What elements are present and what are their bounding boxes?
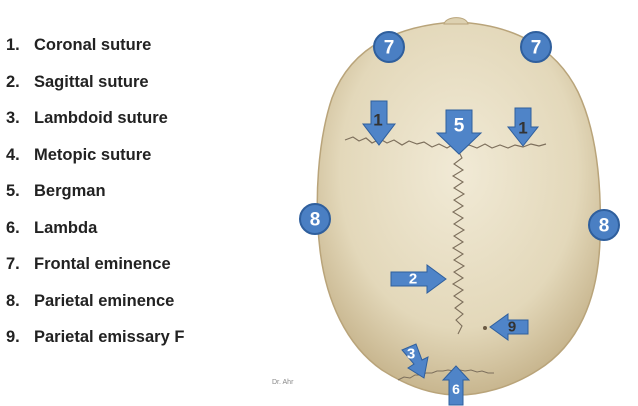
legend-item-text: Frontal eminence xyxy=(34,255,171,273)
arrow-lambdoid: 3 xyxy=(401,343,429,379)
arrow-sagittal: 2 xyxy=(390,264,447,294)
marker-parietal-right-label: 8 xyxy=(599,216,610,237)
legend-item: 3. Lambdoid suture xyxy=(6,105,184,142)
arrow-emissary: 9 xyxy=(489,313,529,341)
legend-item: 7. Frontal eminence xyxy=(6,251,184,288)
arrow-bergman-label: 5 xyxy=(454,116,465,137)
legend-item-text: Metopic suture xyxy=(34,145,152,164)
legend-item-number: 5. xyxy=(6,182,20,200)
sagittal-suture xyxy=(451,149,466,335)
legend-item: 6. Lambda xyxy=(6,215,184,252)
legend-item-number: 4. xyxy=(6,145,20,164)
legend-item-text: Parietal eminence xyxy=(34,291,175,310)
arrow-coronal-left: 1 xyxy=(361,100,397,146)
legend-item: 4. Metopic suture xyxy=(6,142,184,179)
marker-frontal-right: 7 xyxy=(520,31,552,63)
legend-item-text: Coronal suture xyxy=(34,36,152,54)
legend-item-number: 2. xyxy=(6,72,20,91)
arrow-lambdoid-label: 3 xyxy=(407,346,415,363)
legend-item-number: 3. xyxy=(6,109,20,127)
legend-item-number: 8. xyxy=(6,291,20,310)
emissary-foramen xyxy=(483,326,487,330)
marker-frontal-left-label: 7 xyxy=(384,38,395,59)
legend-item-number: 6. xyxy=(6,218,20,237)
legend-item: 5. Bergman xyxy=(6,178,184,215)
legend-item: 9. Parietal emissary F xyxy=(6,324,184,361)
nasal-tip xyxy=(443,17,469,25)
legend-item: 2. Sagittal suture xyxy=(6,69,184,106)
arrow-coronal-right-label: 1 xyxy=(518,119,527,138)
arrow-sagittal-label: 2 xyxy=(409,271,417,288)
credit-text: Dr. Ahr xyxy=(272,379,294,386)
legend-list: 1. Coronal suture 2. Sagittal suture 3. Lambd… xyxy=(6,32,184,361)
arrow-emissary-label: 9 xyxy=(508,319,516,336)
lambdoid-suture xyxy=(397,369,494,381)
legend-item-text: Lambda xyxy=(34,218,98,237)
arrow-bergman: 5 xyxy=(435,109,483,155)
legend-item: 1. Coronal suture xyxy=(6,32,184,69)
legend-item: 8. Parietal eminence xyxy=(6,288,184,325)
marker-parietal-left-label: 8 xyxy=(310,210,321,231)
arrow-lambda: 6 xyxy=(441,365,471,406)
legend-item-text: Sagittal suture xyxy=(34,72,149,91)
arrow-lambda-label: 6 xyxy=(452,381,460,397)
legend-item-text: Lambdoid suture xyxy=(34,109,168,127)
arrow-coronal-right: 1 xyxy=(506,107,540,147)
marker-frontal-left: 7 xyxy=(373,31,405,63)
marker-parietal-right: 8 xyxy=(588,209,620,241)
legend-item-text: Bergman xyxy=(34,182,106,200)
marker-parietal-left: 8 xyxy=(299,203,331,235)
legend-item-number: 9. xyxy=(6,328,20,346)
arrow-coronal-left-label: 1 xyxy=(373,111,382,130)
marker-frontal-right-label: 7 xyxy=(531,38,542,59)
legend-item-number: 1. xyxy=(6,36,20,54)
legend-item-text: Parietal emissary F xyxy=(34,328,185,346)
legend-item-number: 7. xyxy=(6,255,20,273)
